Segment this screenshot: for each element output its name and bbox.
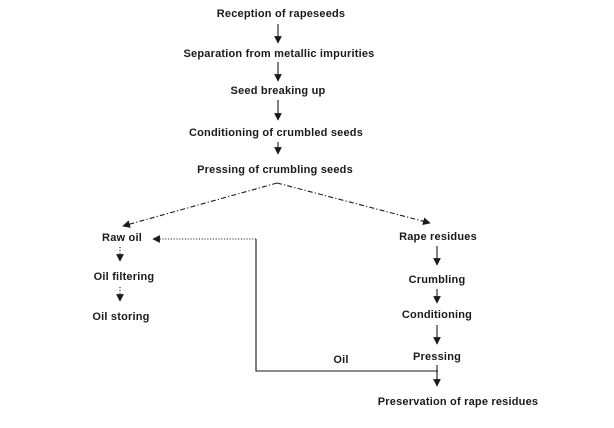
edge-label-oil: Oil: [333, 354, 349, 366]
node-rape-residues: Rape residues: [399, 231, 477, 243]
edge-pressing-seeds-to-raw-oil: [122, 182, 278, 228]
node-raw-oil: Raw oil: [102, 232, 142, 244]
node-reception: Reception of rapeseeds: [216, 8, 346, 20]
node-conditioning: Conditioning: [401, 309, 473, 321]
edge-oil-return-elbow: [255, 239, 438, 372]
node-seed-breaking: Seed breaking up: [230, 85, 326, 97]
node-pressing-seeds: Pressing of crumbling seeds: [197, 164, 353, 176]
node-pressing: Pressing: [412, 351, 462, 363]
node-oil-filtering: Oil filtering: [93, 271, 155, 283]
node-conditioning-seeds: Conditioning of crumbled seeds: [188, 127, 364, 139]
node-crumbling: Crumbling: [408, 274, 466, 286]
node-separation: Separation from metallic impurities: [183, 48, 375, 60]
node-oil-storing: Oil storing: [92, 311, 150, 323]
node-preservation: Preservation of rape residues: [377, 396, 539, 408]
edge-pressing-seeds-to-rape-residues: [276, 182, 431, 225]
